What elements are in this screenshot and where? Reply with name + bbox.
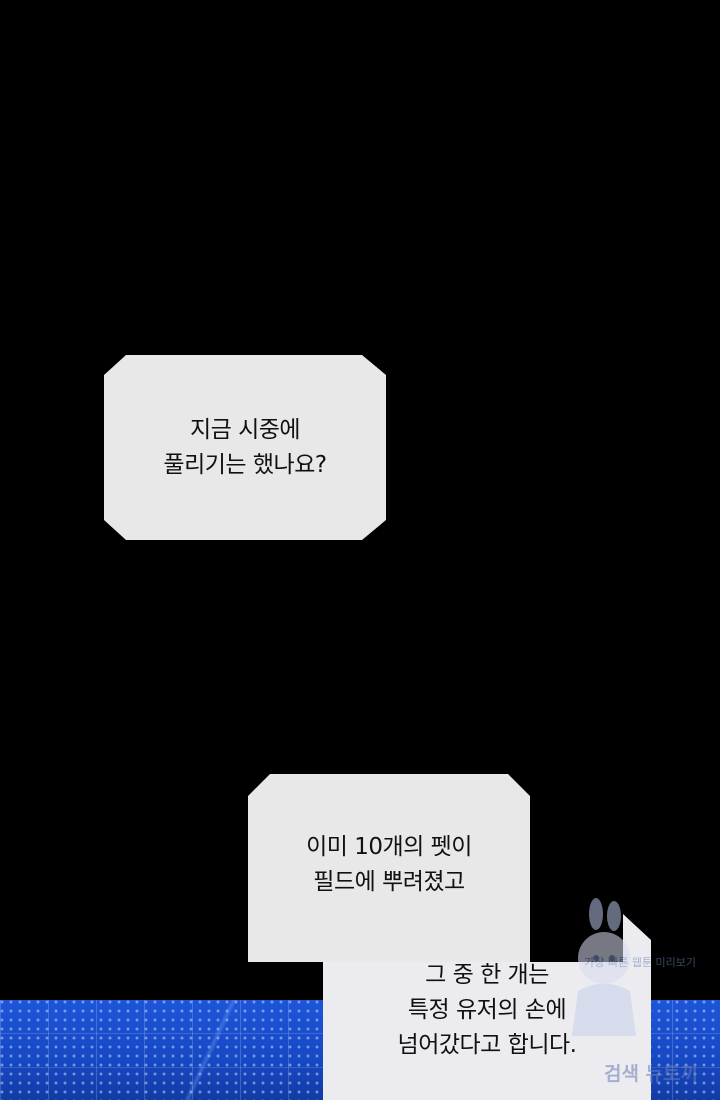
panel-3-line-1: 그 중 한 개는 [425, 962, 549, 988]
speech-panel-1: 지금 시중에 풀리기는 했나요? [104, 355, 386, 540]
panel-3-line-2: 특정 유저의 손에 [407, 997, 567, 1023]
panel-2-line-2: 필드에 뿌려졌고 [313, 869, 465, 895]
panel-2-line-1: 이미 10개의 펫이 [306, 834, 472, 860]
panel-1-line-1: 지금 시중에 [189, 416, 301, 443]
panel-1-line-2: 풀리기는 했나요? [163, 451, 327, 478]
speech-panel-2: 이미 10개의 펫이 필드에 뿌려졌고 [248, 774, 530, 962]
panel-3-line-3: 넘어갔다고 합니다. [397, 1032, 577, 1058]
